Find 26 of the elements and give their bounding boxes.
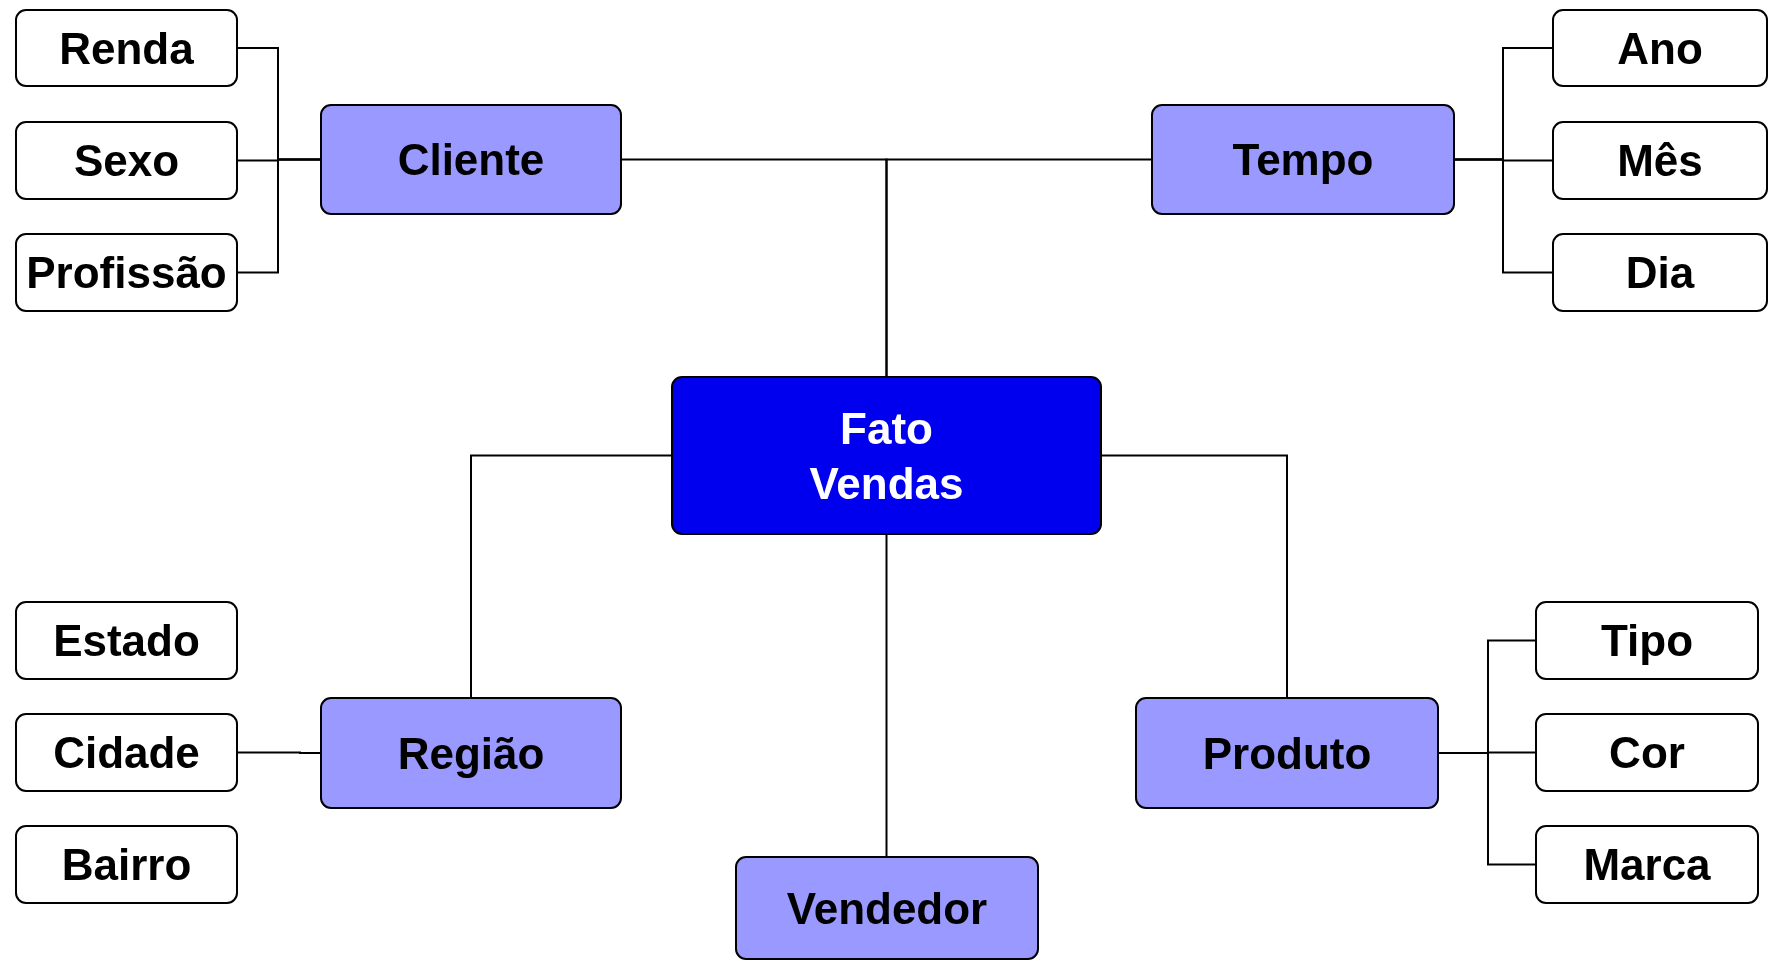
dimension-box: Região (320, 697, 622, 809)
attribute-box: Dia (1552, 233, 1768, 312)
connector-line (1101, 454, 1288, 698)
attribute-box: Cor (1535, 713, 1759, 792)
dimension-box: Vendedor (735, 856, 1039, 960)
dimension-box: Produto (1135, 697, 1439, 809)
connector-line (1438, 752, 1536, 866)
attribute-box: Estado (15, 601, 238, 680)
attribute-box: Cidade (15, 713, 238, 792)
attribute-box: Mês (1552, 121, 1768, 200)
dimension-box: Cliente (320, 104, 622, 215)
connector-line (237, 158, 321, 274)
attribute-box: Marca (1535, 825, 1759, 904)
dimension-box: Tempo (1151, 104, 1455, 215)
attribute-box: Renda (15, 9, 238, 87)
connector-line (470, 454, 672, 698)
connector-line (885, 158, 1152, 377)
connector-line (237, 751, 321, 754)
fact-box: Fato Vendas (671, 376, 1102, 535)
attribute-box: Bairro (15, 825, 238, 904)
attribute-box: Profissão (15, 233, 238, 312)
attribute-box: Tipo (1535, 601, 1759, 680)
connector-line (1454, 158, 1553, 274)
attribute-box: Sexo (15, 121, 238, 200)
attribute-box: Ano (1552, 9, 1768, 87)
connector-line (885, 534, 888, 857)
